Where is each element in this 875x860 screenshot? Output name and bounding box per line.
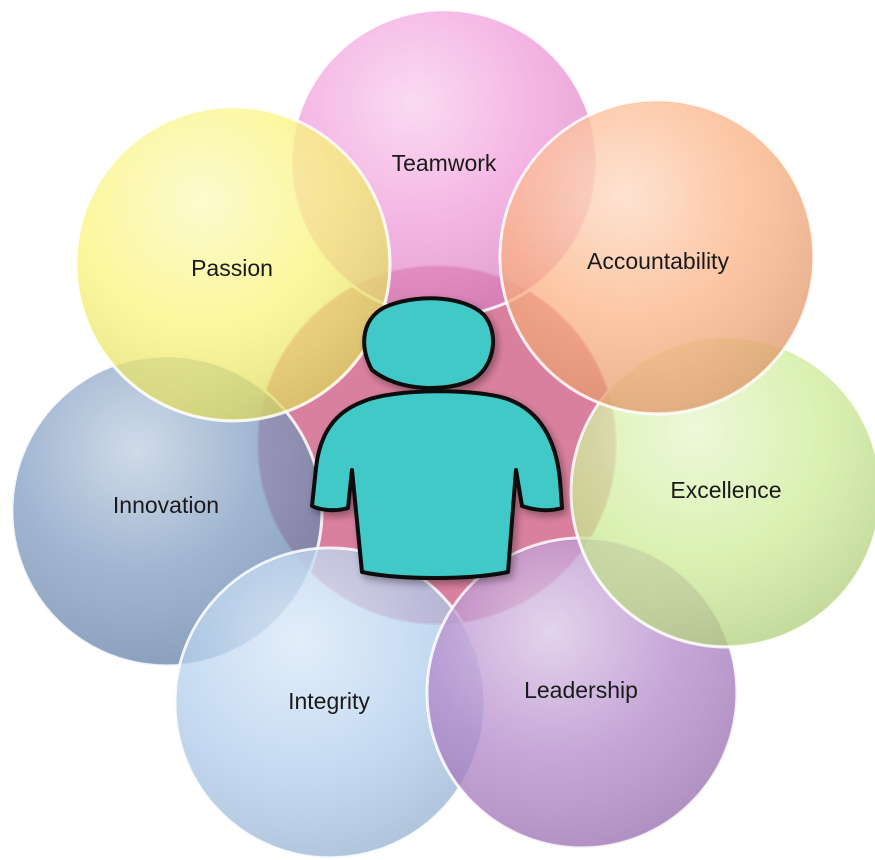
petal-labels: Teamwork Accountability Excellence Leade…: [113, 150, 782, 714]
person-icon: [310, 296, 564, 580]
petal-passion: [74, 105, 392, 423]
petal-accountability: [498, 98, 816, 416]
label-leadership: Leadership: [524, 677, 638, 703]
label-teamwork: Teamwork: [392, 150, 497, 176]
label-excellence: Excellence: [670, 477, 781, 503]
label-integrity: Integrity: [288, 688, 370, 714]
petal-gloss-accountability: [502, 102, 812, 412]
petal-gloss-excellence: [573, 339, 875, 645]
label-accountability: Accountability: [587, 248, 729, 274]
petal-group: [10, 8, 875, 860]
label-passion: Passion: [191, 255, 273, 281]
label-innovation: Innovation: [113, 492, 219, 518]
petal-gloss-integrity: [177, 550, 483, 856]
petal-gloss-passion: [78, 109, 388, 419]
petal-integrity: [173, 546, 487, 860]
